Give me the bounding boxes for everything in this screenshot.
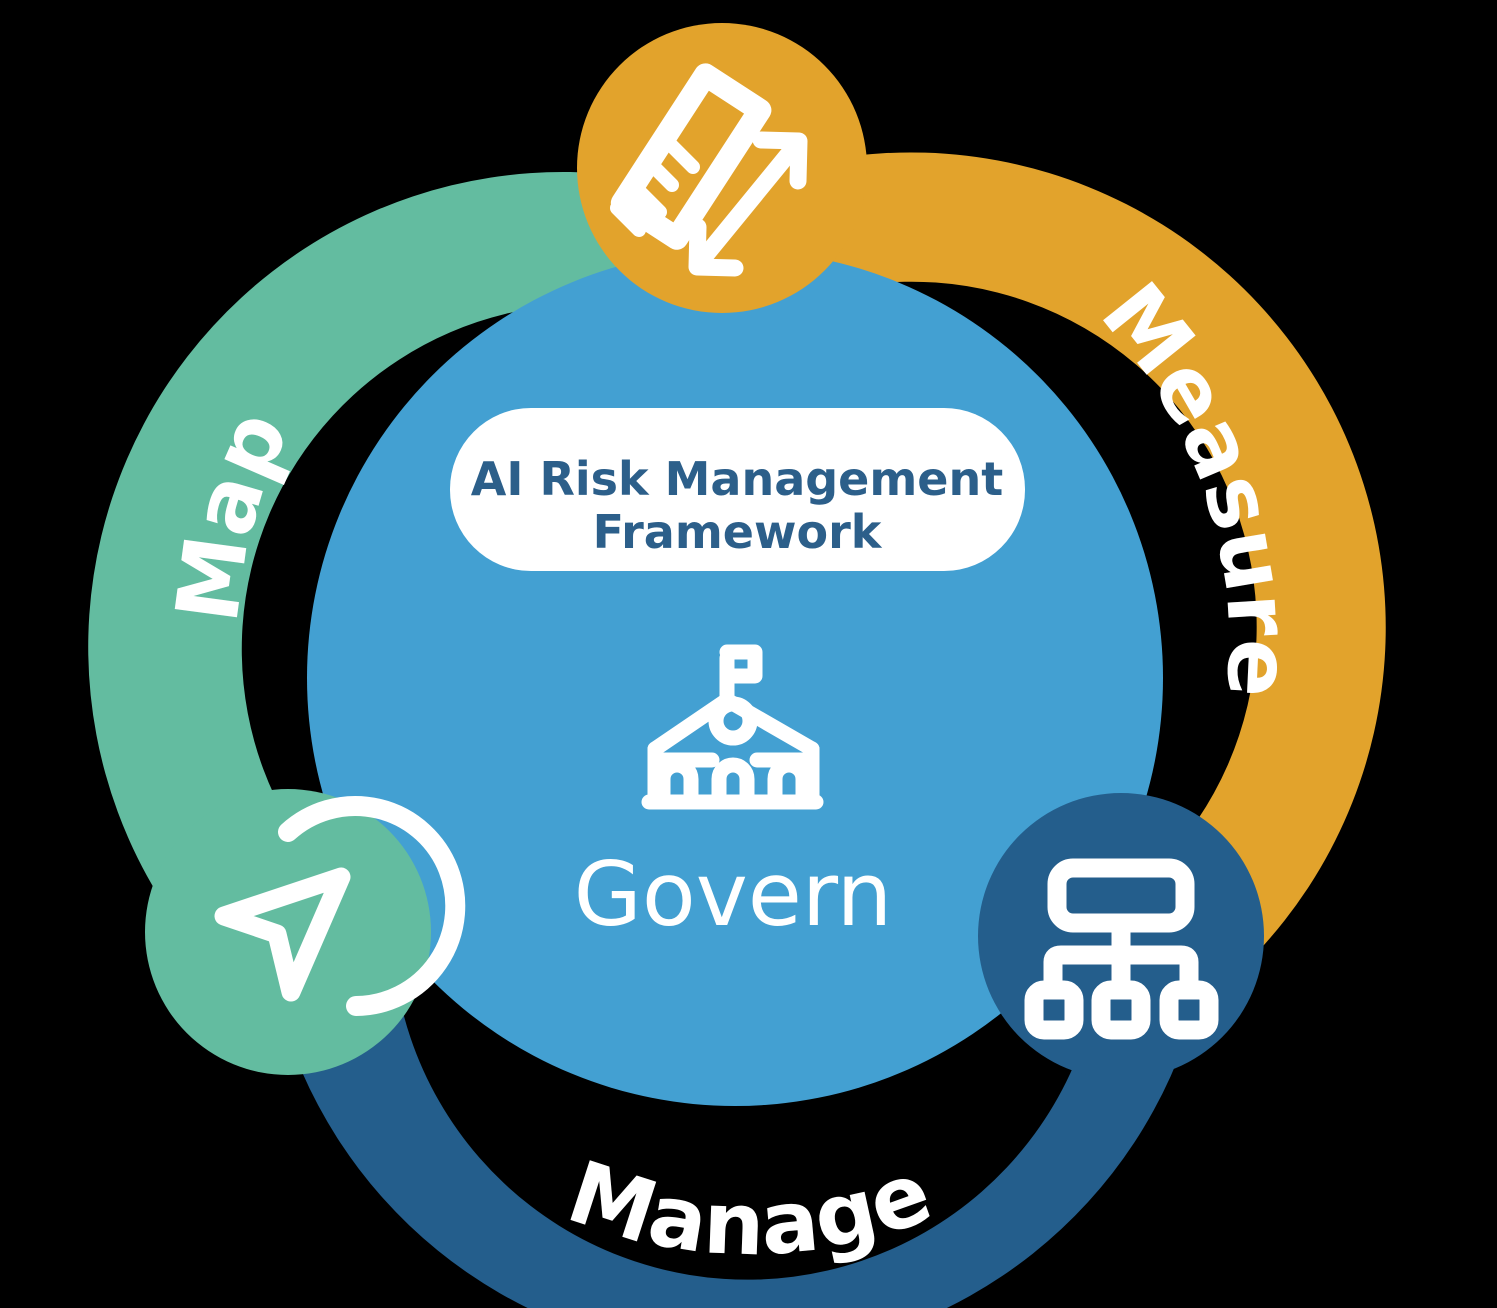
badge-manage[interactable] [978, 793, 1264, 1079]
govern-label: Govern [574, 843, 893, 946]
government-building-icon [641, 644, 824, 810]
badge-map[interactable] [145, 789, 466, 1075]
center-pill-line-1: AI Risk Management [471, 452, 1004, 506]
center-pill-background [450, 408, 1025, 571]
segment-arc-manage[interactable] [288, 913, 1196, 1308]
navigation-compass-icon [214, 796, 466, 1016]
center-pill-line-2: Framework [593, 505, 883, 559]
segment-arc-measure[interactable] [760, 152, 1386, 1008]
segment-label-manage: Manage [557, 1142, 944, 1275]
ruler-arrow-icon [610, 63, 808, 277]
segment-label-manage-text: Manage [557, 1142, 944, 1275]
badge-measure[interactable] [577, 23, 867, 313]
center-pill[interactable]: AI Risk Management Framework [450, 408, 1025, 571]
org-chart-icon [1024, 858, 1219, 1040]
